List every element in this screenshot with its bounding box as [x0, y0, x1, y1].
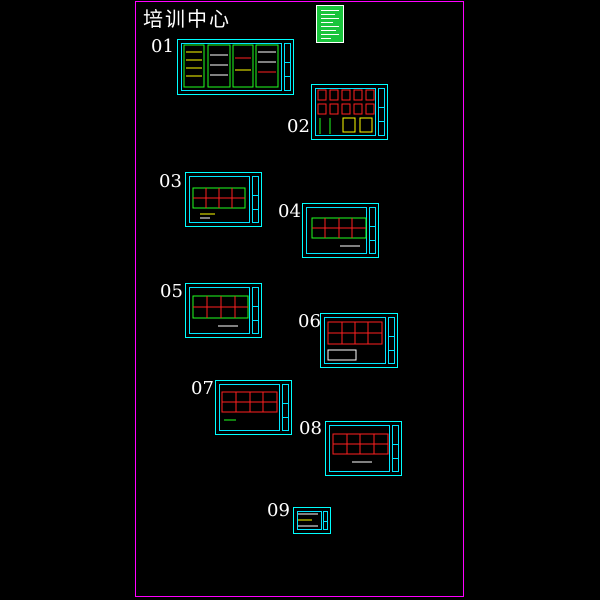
sheet-thumbnail-02[interactable] — [311, 84, 388, 140]
sheet-thumbnail-01[interactable] — [177, 39, 294, 95]
sheet-label-01: 01 — [151, 36, 174, 57]
sheet-thumbnail-06[interactable] — [320, 313, 398, 368]
sheet-label-09: 09 — [267, 500, 290, 521]
sheet-thumbnail-03[interactable] — [185, 172, 262, 227]
legend-thumbnail[interactable] — [316, 5, 344, 43]
sheet-label-05: 05 — [160, 281, 183, 302]
sheet-label-07: 07 — [191, 378, 214, 399]
sheet-label-03: 03 — [159, 171, 182, 192]
drawing-frame — [135, 1, 464, 597]
sheet-thumbnail-05[interactable] — [185, 283, 262, 338]
sheet-thumbnail-07[interactable] — [215, 380, 292, 435]
sheet-thumbnail-09[interactable] — [293, 507, 331, 534]
sheet-label-08: 08 — [299, 418, 322, 439]
sheet-label-04: 04 — [278, 201, 301, 222]
sheet-label-02: 02 — [287, 116, 310, 137]
sheet-label-06: 06 — [298, 311, 321, 332]
page-title: 培训中心 — [143, 7, 231, 31]
sheet-thumbnail-08[interactable] — [325, 421, 402, 476]
